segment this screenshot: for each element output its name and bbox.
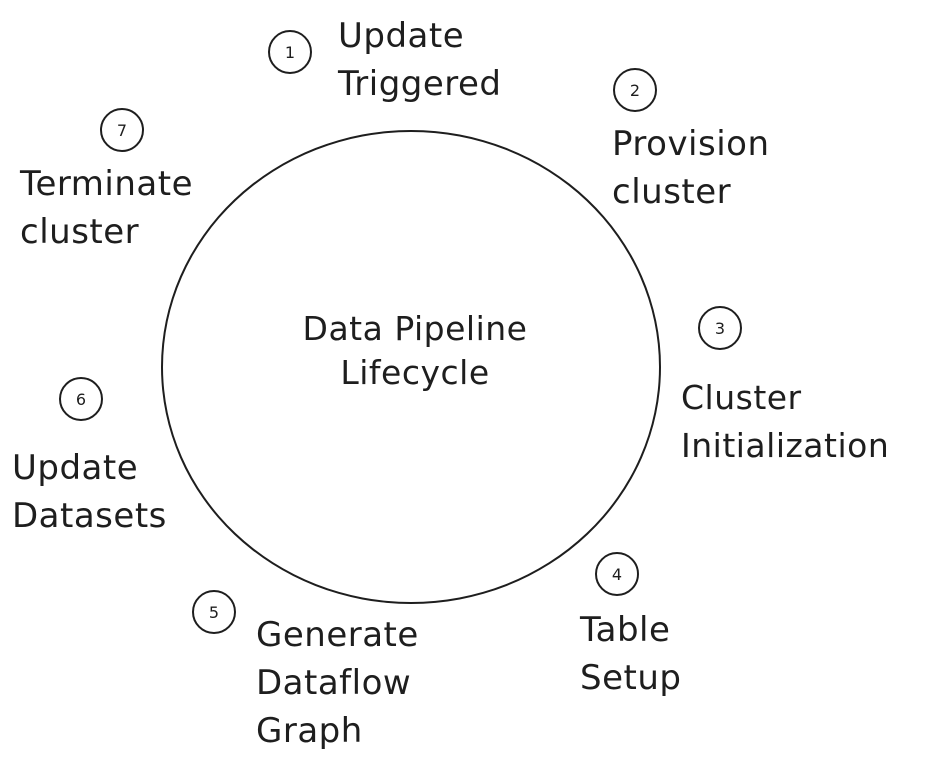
diagram-title-line-1: Data Pipeline bbox=[302, 309, 528, 348]
diagram-title: Data Pipeline Lifecycle bbox=[250, 307, 580, 395]
step-6-label-line-1: Update bbox=[12, 448, 139, 488]
step-3-label: Cluster Initialization bbox=[681, 374, 889, 470]
step-5-label: Generate Dataflow Graph bbox=[256, 611, 419, 755]
step-7-label-line-1: Terminate bbox=[20, 164, 193, 204]
step-1-badge: 1 bbox=[268, 30, 312, 74]
step-4-badge: 4 bbox=[595, 552, 639, 596]
step-2-label-line-2: cluster bbox=[612, 172, 732, 212]
step-4-label-line-2: Setup bbox=[580, 658, 682, 698]
step-2-badge: 2 bbox=[613, 68, 657, 112]
step-5-label-line-2: Dataflow bbox=[256, 663, 412, 703]
step-3-badge: 3 bbox=[698, 306, 742, 350]
step-5-label-line-1: Generate bbox=[256, 615, 419, 655]
step-2-label-line-1: Provision bbox=[612, 124, 770, 164]
diagram-title-line-2: Lifecycle bbox=[340, 353, 490, 392]
step-4-label-line-1: Table bbox=[580, 610, 671, 650]
step-7-label: Terminate cluster bbox=[20, 160, 193, 256]
step-7-label-line-2: cluster bbox=[20, 212, 140, 252]
step-1-label: Update Triggered bbox=[338, 12, 502, 108]
step-2-label: Provision cluster bbox=[612, 120, 770, 216]
step-6-badge: 6 bbox=[59, 377, 103, 421]
step-1-label-line-1: Update bbox=[338, 16, 465, 56]
step-4-label: Table Setup bbox=[580, 606, 681, 702]
lifecycle-circle bbox=[161, 130, 661, 604]
step-5-badge: 5 bbox=[192, 590, 236, 634]
step-1-label-line-2: Triggered bbox=[338, 64, 502, 104]
step-3-label-line-2: Initialization bbox=[681, 426, 890, 465]
step-7-badge: 7 bbox=[100, 108, 144, 152]
step-3-label-line-1: Cluster bbox=[681, 378, 802, 417]
step-5-label-line-3: Graph bbox=[256, 711, 363, 751]
step-6-label: Update Datasets bbox=[12, 444, 167, 540]
step-6-label-line-2: Datasets bbox=[12, 496, 167, 536]
